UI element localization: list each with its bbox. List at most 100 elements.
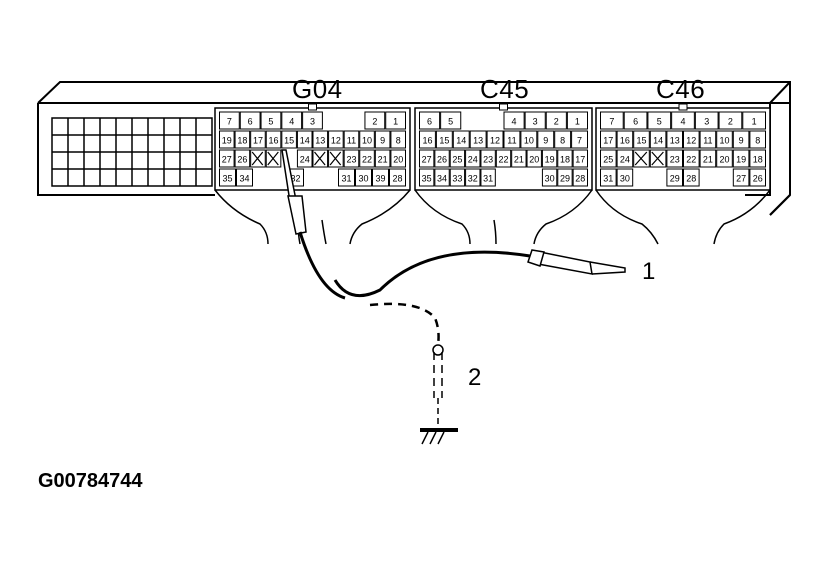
pin-cavity[interactable] [633,130,650,149]
pin-cavity[interactable] [511,149,527,168]
back-probe-pin[interactable] [281,149,346,300]
pin-cavity[interactable] [600,130,617,149]
pin-cavity[interactable] [541,168,558,187]
pin-cavity[interactable] [486,130,504,149]
pin-cavity[interactable] [541,149,558,168]
pin-cavity[interactable] [666,130,684,149]
pin-cavity[interactable] [480,168,496,187]
pin-cavity[interactable] [683,130,700,149]
pin-cavity[interactable] [623,111,648,130]
pin-cavity[interactable] [683,149,700,168]
pin-cavity[interactable] [389,168,406,187]
pin-cavity[interactable] [683,168,700,187]
pin-cavity[interactable] [265,130,282,149]
pin-cavity[interactable] [434,149,450,168]
pin-cavity[interactable] [749,168,767,187]
pin-cavity[interactable] [571,130,588,149]
pin-cavity[interactable] [732,130,750,149]
pin-cavity[interactable] [524,111,546,130]
pin-cavity[interactable] [716,149,733,168]
pin-cavity[interactable] [526,149,542,168]
pin-cavity[interactable] [566,111,588,130]
pin-cavity[interactable] [699,149,717,168]
pin-cavity[interactable] [281,130,297,149]
pin-cavity[interactable] [219,168,236,187]
pin-cavity[interactable] [616,130,634,149]
pin-cavity[interactable] [649,130,667,149]
pin-cavity[interactable] [749,130,767,149]
pin-cavity[interactable] [374,149,391,168]
pin-cavity[interactable] [716,130,733,149]
pin-cavity[interactable] [390,149,406,168]
pin-cavity[interactable] [600,168,617,187]
pin-cavity[interactable] [449,168,466,187]
pin-cavity[interactable] [281,111,303,130]
pin-cavity[interactable] [419,149,435,168]
pin-cavity[interactable] [647,111,672,130]
pin-cavity[interactable] [219,149,235,168]
pin-cavity[interactable] [260,111,282,130]
pin-cavity[interactable] [537,130,555,149]
pin-cavity[interactable] [440,111,462,130]
pin-cavity[interactable] [616,168,634,187]
pin-cavity[interactable] [452,130,470,149]
pin-cavity[interactable] [718,111,743,130]
pin-cavity[interactable] [732,149,750,168]
pin-cavity[interactable] [503,111,525,130]
pin-cavity[interactable] [666,168,684,187]
pin-cavity[interactable] [465,168,481,187]
pin-cavity[interactable] [296,130,313,149]
pin-cavity[interactable] [343,130,360,149]
pin-cavity[interactable] [359,130,375,149]
pin-cavity[interactable] [732,168,750,187]
pin-cavity[interactable] [699,130,717,149]
pin-cavity[interactable] [239,111,261,130]
pin-cavity[interactable] [749,149,767,168]
pin-cavity[interactable] [359,149,375,168]
pin-cavity[interactable] [372,168,389,187]
pin-cavity[interactable] [469,130,487,149]
pin-cavity[interactable] [390,130,406,149]
pin-cavity[interactable] [219,130,235,149]
pin-cavity[interactable] [364,111,386,130]
test-probe-1[interactable] [333,249,626,298]
pin-cavity[interactable] [328,130,344,149]
pin-cavity[interactable] [374,130,391,149]
pin-cavity[interactable] [694,111,719,130]
pin-cavity[interactable] [495,149,512,168]
pin-cavity[interactable] [434,168,450,187]
pin-cavity[interactable] [234,149,251,168]
pin-cavity[interactable] [557,149,573,168]
pin-cavity[interactable] [600,149,617,168]
pin-cavity[interactable] [480,149,496,168]
pin-cavity[interactable] [234,130,251,149]
pin-cavity[interactable] [572,149,588,168]
pin-cavity[interactable] [503,130,521,149]
pin-cavity[interactable] [572,168,588,187]
pin-cavity[interactable] [419,130,436,149]
pin-cavity[interactable] [296,149,313,168]
pin-cavity[interactable] [600,111,624,130]
pin-cavity[interactable] [742,111,766,130]
pin-cavity[interactable] [385,111,407,130]
pin-cavity[interactable] [666,149,684,168]
pin-cavity[interactable] [302,111,323,130]
pin-cavity[interactable] [554,130,572,149]
pin-cavity[interactable] [312,130,329,149]
pin-cavity[interactable] [435,130,453,149]
pin-cavity[interactable] [219,111,240,130]
pin-cavity[interactable] [355,168,372,187]
pin-cavity[interactable] [236,168,253,187]
pin-cavity[interactable] [465,149,481,168]
pin-cavity[interactable] [449,149,466,168]
pin-cavity[interactable] [338,168,355,187]
pin-cavity[interactable] [343,149,360,168]
pin-cavity[interactable] [616,149,634,168]
pin-cavity[interactable] [520,130,538,149]
pin-cavity[interactable] [671,111,695,130]
pin-cavity[interactable] [545,111,567,130]
pin-cavity[interactable] [419,168,435,187]
